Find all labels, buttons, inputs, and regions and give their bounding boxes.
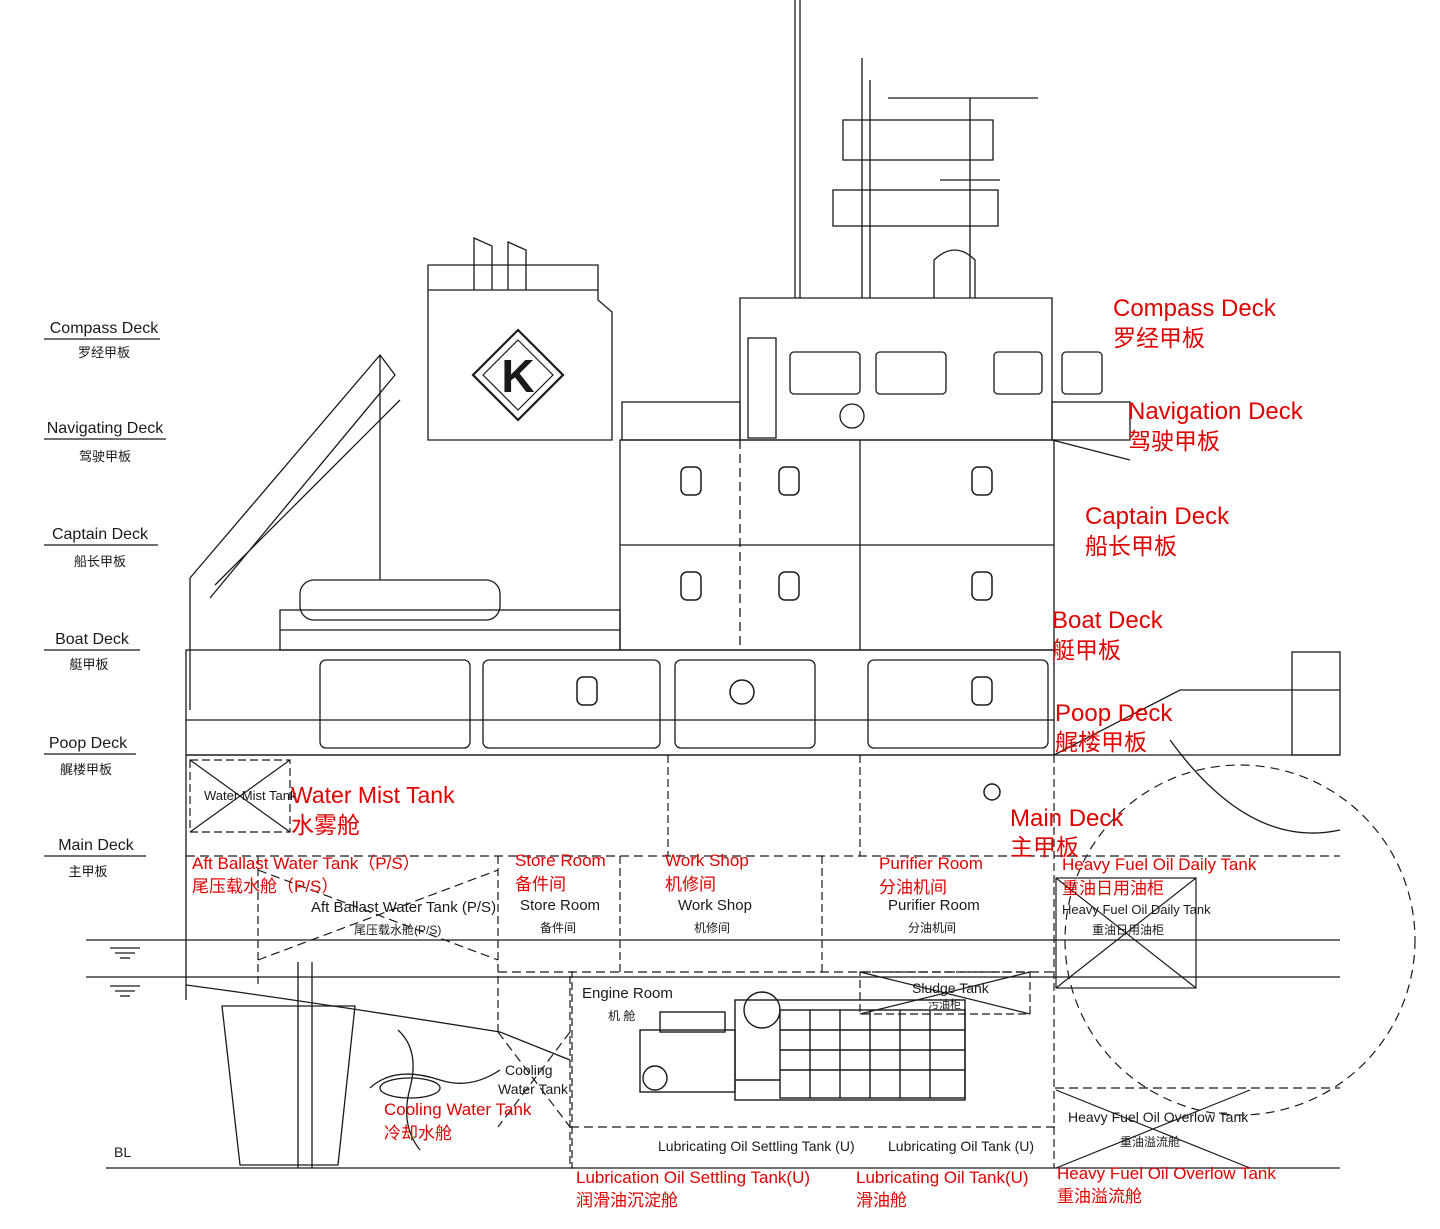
drawing-label-cooling-b: Water Tank bbox=[498, 1081, 569, 1097]
right-label-navigation-cn: 驾驶甲板 bbox=[1128, 428, 1220, 454]
drawing-label-hfo-daily-cn: 重油日用油柜 bbox=[1092, 923, 1164, 937]
main-engine bbox=[639, 991, 966, 1101]
drawing-label-sludge-cn: 污油柜 bbox=[928, 997, 961, 1011]
annot-store-room-en: Store Room bbox=[515, 851, 606, 870]
right-label-navigation-en: Navigation Deck bbox=[1128, 398, 1304, 425]
drawing-label-purifier-cn: 分油机间 bbox=[908, 921, 956, 935]
left-label-main-cn: 主甲板 bbox=[68, 864, 107, 879]
annot-water-mist-en: Water Mist Tank bbox=[291, 782, 455, 808]
right-label-captain-en: Captain Deck bbox=[1085, 503, 1230, 530]
drawing-label-purifier: Purifier Room bbox=[888, 897, 980, 914]
annot-hfo-overflow-en: Heavy Fuel Oil Overlow Tank bbox=[1057, 1164, 1276, 1183]
left-label-navigating-cn: 驾驶甲板 bbox=[79, 449, 131, 464]
drawing-label-store-room-cn: 备件间 bbox=[540, 921, 576, 935]
right-label-boat-en: Boat Deck bbox=[1052, 607, 1164, 634]
compartments bbox=[189, 755, 1416, 1169]
right-deck-annotations: Compass Deck 罗经甲板 Navigation Deck 驾驶甲板 C… bbox=[1010, 295, 1304, 860]
annot-aft-ballast-en: Aft Ballast Water Tank（P/S） bbox=[192, 854, 420, 873]
left-label-captain-cn: 船长甲板 bbox=[74, 554, 126, 569]
right-label-poop-en: Poop Deck bbox=[1055, 700, 1173, 727]
logo-letter: K bbox=[501, 350, 534, 402]
hull-lines bbox=[86, 754, 1340, 1169]
annot-work-shop-en: Work Shop bbox=[665, 851, 749, 870]
annot-lo-settling-en: Lubrication Oil Settling Tank(U) bbox=[576, 1168, 810, 1187]
right-label-boat-cn: 艇甲板 bbox=[1052, 637, 1121, 663]
right-label-poop-cn: 艉楼甲板 bbox=[1055, 729, 1147, 755]
right-label-captain-cn: 船长甲板 bbox=[1085, 533, 1177, 559]
baseline-label: BL bbox=[114, 1144, 131, 1160]
compartment-annotations: Water Mist Tank 水雾舱 Aft Ballast Water Ta… bbox=[192, 782, 1276, 1210]
waterline-symbols bbox=[110, 947, 140, 997]
drawing-label-work-shop-cn: 机修间 bbox=[694, 920, 730, 935]
right-label-main-en: Main Deck bbox=[1010, 805, 1124, 832]
drawing-label-hfo-overflow: Heavy Fuel Oil Overlow Tank bbox=[1068, 1109, 1249, 1125]
drawing-label-lo-settling: Lubricating Oil Settling Tank (U) bbox=[658, 1138, 855, 1154]
portholes bbox=[576, 466, 1001, 801]
superstructure bbox=[185, 0, 1341, 834]
drawing-label-engine-room-cn: 机 舱 bbox=[608, 1009, 635, 1023]
drawing-label-hfo-daily: Heavy Fuel Oil Daily Tank bbox=[1062, 902, 1211, 917]
funnel-logo: K bbox=[471, 328, 565, 422]
annot-lo-settling-cn: 润滑油沉淀舱 bbox=[576, 1191, 678, 1210]
drawing-label-aft-ballast: Aft Ballast Water Tank (P/S) bbox=[311, 899, 496, 916]
left-deck-labels: Compass Deck 罗经甲板 Navigating Deck 驾驶甲板 C… bbox=[44, 320, 166, 879]
drawing-label-engine-room: Engine Room bbox=[582, 985, 673, 1002]
drawing-label-cooling-a: Cooling bbox=[505, 1062, 552, 1078]
left-label-compass-en: Compass Deck bbox=[50, 320, 159, 337]
left-label-navigating-en: Navigating Deck bbox=[47, 420, 165, 437]
left-label-poop-cn: 艉楼甲板 bbox=[60, 762, 112, 777]
left-label-captain-en: Captain Deck bbox=[52, 526, 149, 543]
drawing-label-store-room: Store Room bbox=[520, 897, 600, 914]
left-label-main-en: Main Deck bbox=[58, 837, 135, 854]
drawing-label-lo-tank: Lubricating Oil Tank (U) bbox=[888, 1138, 1034, 1154]
left-label-boat-cn: 艇甲板 bbox=[69, 657, 108, 672]
annot-hfo-daily-cn: 重油日用油柜 bbox=[1062, 879, 1164, 898]
drawing-label-aft-ballast-cn: 尾压载水舱(P/S) bbox=[354, 923, 441, 937]
annot-work-shop-cn: 机修间 bbox=[665, 875, 716, 894]
drawing-compartment-labels: Water Mist Tank Aft Ballast Water Tank (… bbox=[204, 788, 1249, 1154]
right-label-compass-en: Compass Deck bbox=[1113, 295, 1277, 322]
annot-lo-tank-cn: 滑油舱 bbox=[856, 1191, 907, 1210]
annot-water-mist-cn: 水雾舱 bbox=[291, 812, 360, 838]
annot-cooling-cn: 冷却水舱 bbox=[384, 1124, 452, 1143]
annot-store-room-cn: 备件间 bbox=[515, 875, 566, 894]
annot-purifier-en: Purifier Room bbox=[879, 854, 983, 873]
left-label-poop-en: Poop Deck bbox=[49, 735, 128, 752]
annot-hfo-daily-en: Heavy Fuel Oil Daily Tank bbox=[1062, 855, 1257, 874]
annot-cooling-en: Cooling Water Tank bbox=[384, 1100, 532, 1119]
right-label-compass-cn: 罗经甲板 bbox=[1113, 325, 1205, 351]
annot-hfo-overflow-cn: 重油溢流舱 bbox=[1057, 1187, 1142, 1206]
annot-purifier-cn: 分油机间 bbox=[879, 878, 947, 897]
annot-aft-ballast-cn: 尾压载水舱（P/S） bbox=[192, 877, 338, 896]
drawing-label-water-mist: Water Mist Tank bbox=[204, 788, 297, 803]
left-label-boat-en: Boat Deck bbox=[55, 631, 130, 648]
annot-lo-tank-en: Lubricating Oil Tank(U) bbox=[856, 1168, 1029, 1187]
drawing-label-sludge: Sludge Tank bbox=[912, 980, 990, 996]
right-label-main-cn: 主甲板 bbox=[1010, 834, 1079, 860]
drawing-label-hfo-overflow-cn: 重油溢流舱 bbox=[1120, 1135, 1180, 1149]
left-label-compass-cn: 罗经甲板 bbox=[78, 345, 130, 360]
drawing-label-work-shop: Work Shop bbox=[678, 897, 752, 914]
